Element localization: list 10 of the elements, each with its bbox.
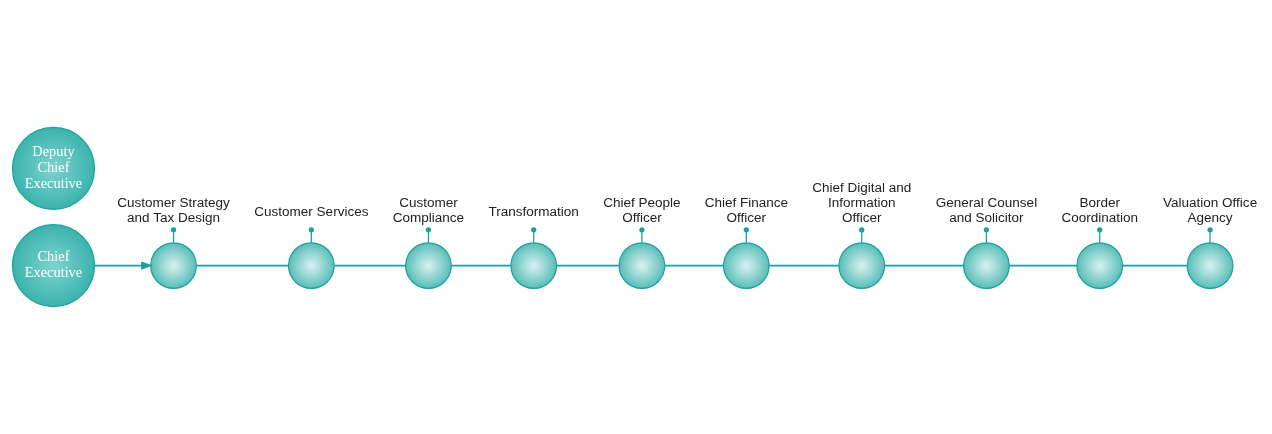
node-text: General Counsel and Solicitor: [935, 195, 1038, 226]
node-text: Customer Services: [254, 203, 369, 219]
node-text: Chief Digital and Information Officer: [812, 179, 912, 226]
node-text: Customer Strategy and Tax Design: [117, 195, 230, 226]
node-text: Valuation Office Agency: [1162, 195, 1258, 226]
node-text: Customer Compliance: [392, 195, 465, 226]
node-text: Chief Finance Officer: [704, 195, 789, 226]
node-text: Chief People Officer: [603, 195, 681, 226]
node-text: Border Coordination: [1061, 195, 1139, 226]
node-text: Transformation: [488, 203, 579, 219]
